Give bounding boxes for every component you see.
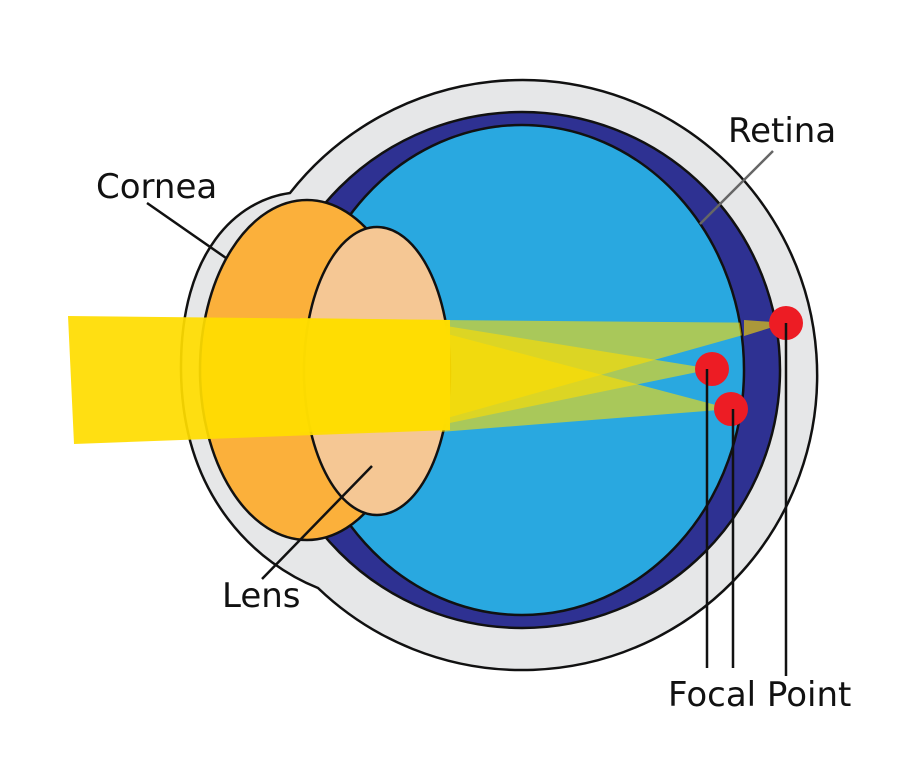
lens-leader: [261, 465, 373, 580]
retina-label: Retina: [728, 111, 836, 151]
retina-leader: [699, 150, 774, 225]
focal-point-front: [695, 352, 729, 386]
lens-label: Lens: [222, 576, 301, 616]
focal-point-label: Focal Point: [668, 675, 851, 715]
light-beam-through-lens: [300, 318, 450, 432]
focal-point-middle: [714, 392, 748, 426]
cornea-label: Cornea: [96, 167, 217, 207]
cornea-leader: [146, 201, 227, 260]
light-ray-mid-focus: [440, 332, 731, 432]
